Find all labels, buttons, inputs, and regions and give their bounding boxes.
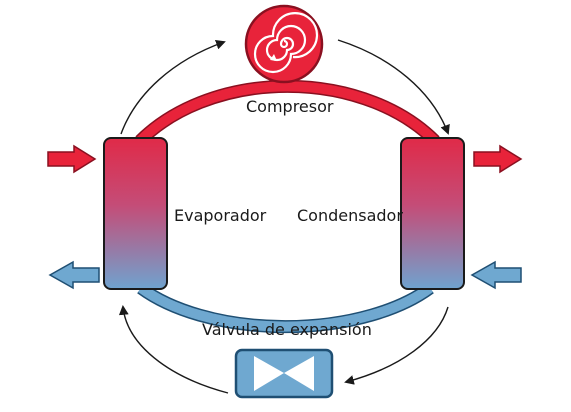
bowtie-valve-icon: [254, 356, 314, 391]
condenser-label: Condensador: [297, 206, 403, 225]
flow-arrow-top-left: [120, 40, 226, 135]
cold-pipe: [137, 282, 434, 334]
flow-arrow-bottom-left: [118, 305, 229, 394]
flow-arrow-bottom-right: [344, 306, 449, 385]
hot-pipe: [135, 79, 440, 146]
spiral-icon: [253, 12, 319, 74]
condenser: [400, 137, 465, 290]
evaporator: [103, 137, 168, 290]
arrow-icon-condenser-out: [473, 144, 523, 174]
expansion-valve: [234, 348, 334, 399]
arrow-icon-evaporator-in: [47, 144, 97, 174]
evaporator-label: Evaporador: [174, 206, 267, 225]
compressor: [244, 4, 324, 84]
flow-arrow-top-right: [337, 39, 450, 135]
expansion-valve-label: Válvula de expansión: [202, 320, 372, 339]
compressor-label: Compresor: [246, 97, 334, 116]
arrow-icon-evaporator-out: [48, 260, 100, 290]
arrow-icon-condenser-in: [470, 260, 522, 290]
